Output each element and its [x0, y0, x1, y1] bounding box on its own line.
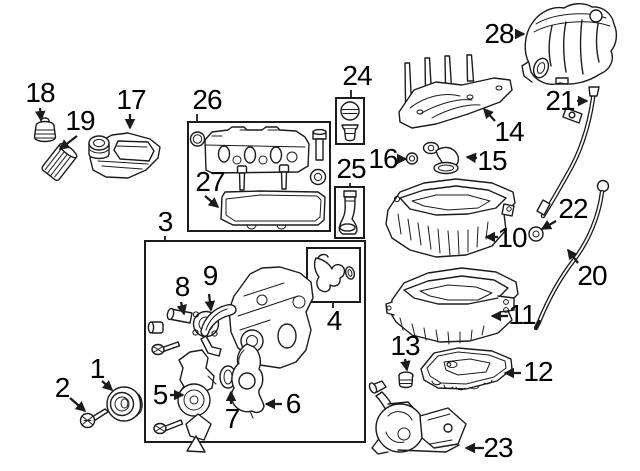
group-box-3	[145, 241, 365, 442]
callout-11[interactable]: 11	[508, 299, 536, 330]
part-intake-manifold	[522, 4, 616, 85]
part-oil-filter-housing	[89, 133, 160, 178]
part-o-ring	[407, 153, 418, 164]
callout-21[interactable]: 21	[545, 85, 575, 116]
callout-9[interactable]: 9	[202, 260, 219, 291]
callout-24[interactable]: 24	[342, 60, 372, 91]
callout-7[interactable]: 7	[224, 403, 241, 434]
part-drain-plug	[399, 372, 413, 387]
part-oil-pickup-tube	[424, 143, 459, 174]
part-valve-cover-set	[191, 127, 327, 229]
callout-23[interactable]: 23	[483, 432, 513, 463]
callout-15[interactable]: 15	[477, 145, 507, 176]
callout-14[interactable]: 14	[494, 116, 524, 147]
callout-16[interactable]: 16	[368, 143, 398, 174]
part-oil-filler-tube	[339, 191, 357, 234]
callout-18[interactable]: 18	[25, 77, 55, 108]
callout-1[interactable]: 1	[89, 353, 106, 384]
callout-13[interactable]: 13	[390, 330, 420, 361]
part-timing-cover	[229, 267, 313, 368]
callout-27[interactable]: 27	[195, 166, 225, 197]
callout-4[interactable]: 4	[326, 305, 343, 336]
callout-25[interactable]: 25	[336, 153, 366, 184]
group-box-24	[336, 98, 364, 144]
callout-22[interactable]: 22	[558, 193, 588, 224]
callout-12[interactable]: 12	[523, 356, 553, 387]
callout-28[interactable]: 28	[484, 18, 514, 49]
part-oil-filter-element	[41, 142, 79, 182]
callout-5[interactable]: 5	[152, 379, 169, 410]
part-pulley-bolt	[81, 409, 109, 428]
part-lower-oil-pan	[421, 348, 512, 390]
part-windage-tray	[399, 55, 512, 128]
callout-26[interactable]: 26	[192, 84, 222, 115]
part-valve-cover-gasket	[221, 191, 325, 229]
callout-3[interactable]: 3	[157, 206, 174, 237]
callout-8[interactable]: 8	[174, 271, 191, 302]
part-crankshaft-pulley	[107, 387, 142, 421]
part-oil-filler-cap	[341, 102, 359, 141]
part-oil-pan	[386, 268, 518, 344]
callout-arrows	[34, 28, 589, 454]
callout-6[interactable]: 6	[285, 388, 302, 419]
callout-17[interactable]: 17	[116, 84, 146, 115]
part-timing-cover-seal-kit	[315, 254, 356, 291]
callout-2[interactable]: 2	[54, 372, 71, 403]
part-grommet	[529, 227, 543, 241]
callout-10[interactable]: 10	[497, 222, 527, 253]
part-oil-pump	[368, 381, 466, 454]
part-upper-oil-pan	[386, 179, 515, 257]
part-oil-filter-cap	[35, 118, 56, 142]
callout-19[interactable]: 19	[65, 105, 95, 136]
group-box-26	[188, 122, 330, 231]
part-water-pump-gasket	[232, 344, 264, 418]
part-chain-guide-gasket	[201, 305, 236, 336]
part-dipstick-tube	[537, 87, 599, 216]
callout-20[interactable]: 20	[577, 260, 607, 291]
